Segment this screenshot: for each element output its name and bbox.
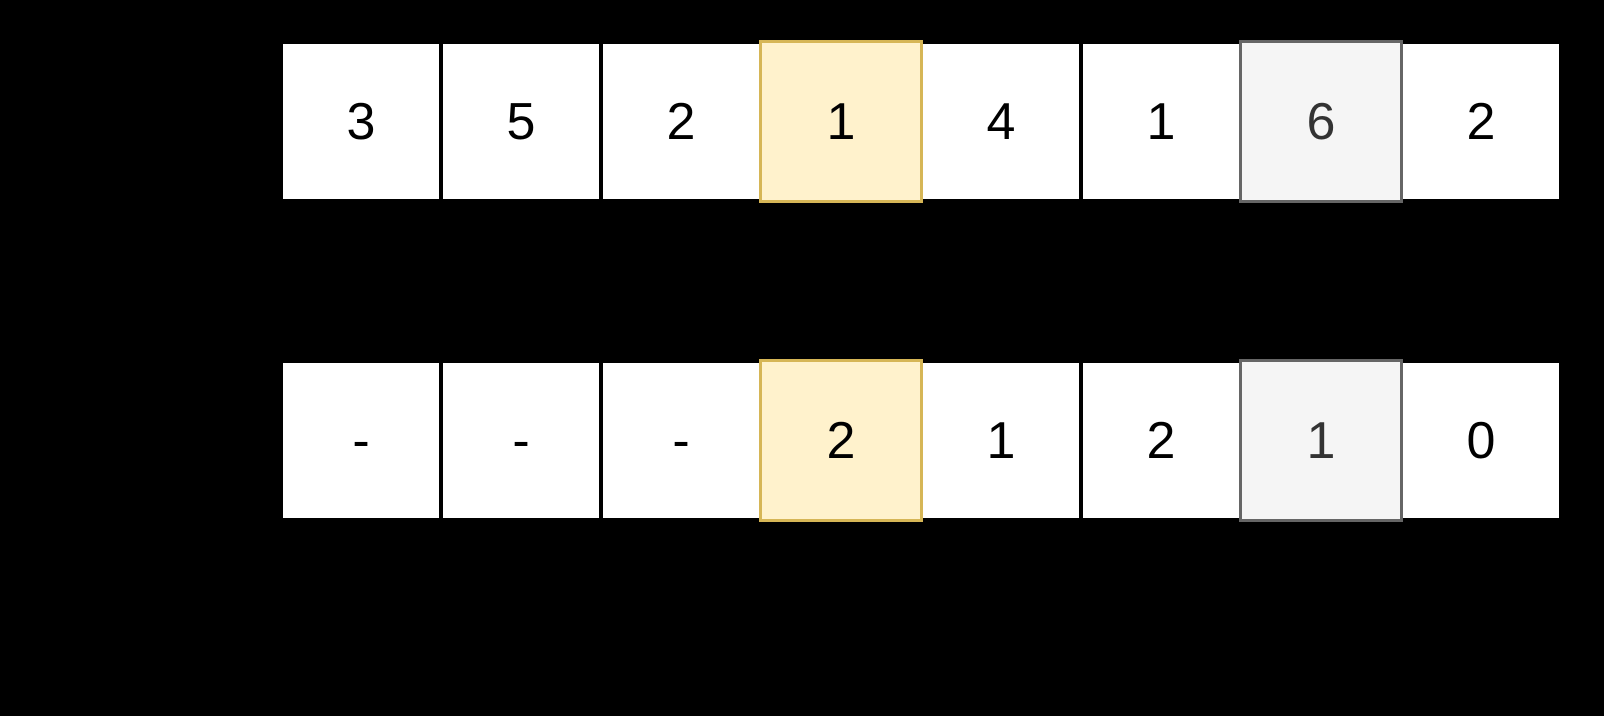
array-cell: 1: [1083, 44, 1239, 199]
array-cell-highlighted-yellow: 2: [759, 359, 923, 522]
array-cell: -: [603, 363, 759, 518]
array-cell: 2: [1403, 44, 1559, 199]
array-cell: 1: [923, 363, 1079, 518]
array-cell: -: [283, 363, 439, 518]
array-row-top: 3 5 2 1 4 1 6 2: [283, 40, 1559, 203]
array-cell-highlighted-yellow: 1: [759, 40, 923, 203]
array-cell-highlighted-gray: 1: [1239, 359, 1403, 522]
array-cell: 2: [1083, 363, 1239, 518]
array-cell: 3: [283, 44, 439, 199]
array-cell: 5: [443, 44, 599, 199]
array-cell: 2: [603, 44, 759, 199]
array-cell: -: [443, 363, 599, 518]
array-cell: 4: [923, 44, 1079, 199]
array-cell-highlighted-gray: 6: [1239, 40, 1403, 203]
array-row-bottom: - - - 2 1 2 1 0: [283, 359, 1559, 522]
array-cell: 0: [1403, 363, 1559, 518]
